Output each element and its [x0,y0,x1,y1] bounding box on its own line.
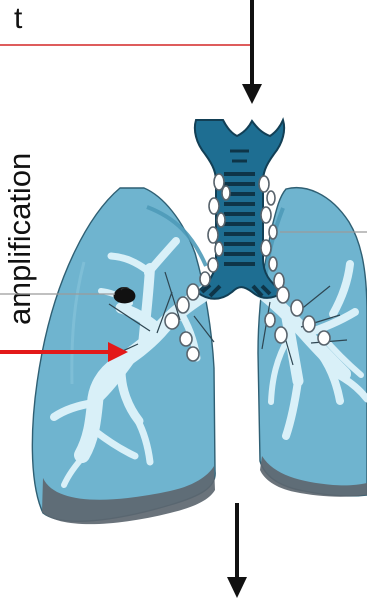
vertical-amplification-label: amplification [2,153,37,325]
top-text-fragment: t [14,2,23,35]
arrow-down-icon [242,84,262,104]
arrow-down-icon [227,577,247,598]
bottom-down-arrow [227,503,247,598]
top-down-arrow [242,0,262,104]
